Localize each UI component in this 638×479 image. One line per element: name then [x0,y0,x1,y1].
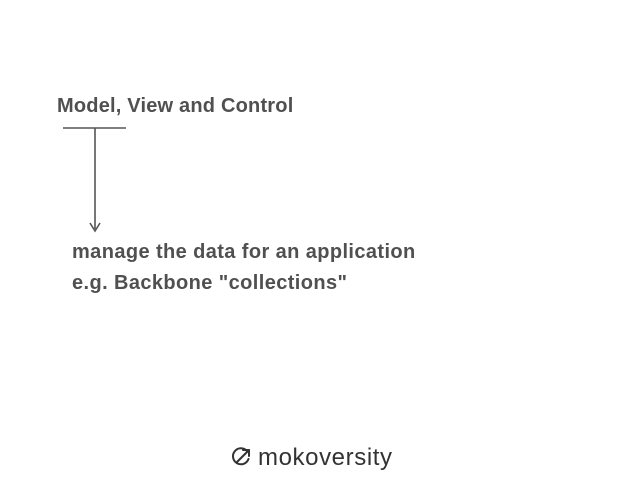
description-line-1: manage the data for an application [72,241,416,263]
slide-title: Model, View and Control [57,95,294,117]
rocket-arrow-icon [232,447,250,466]
connector-arrow-icon [63,127,126,233]
brand-name: mokoversity [258,444,393,471]
description: manage the data for an application e.g. … [72,237,416,299]
brand-logo: mokoversity [230,444,393,472]
description-line-2: e.g. Backbone "collections" [72,272,348,294]
